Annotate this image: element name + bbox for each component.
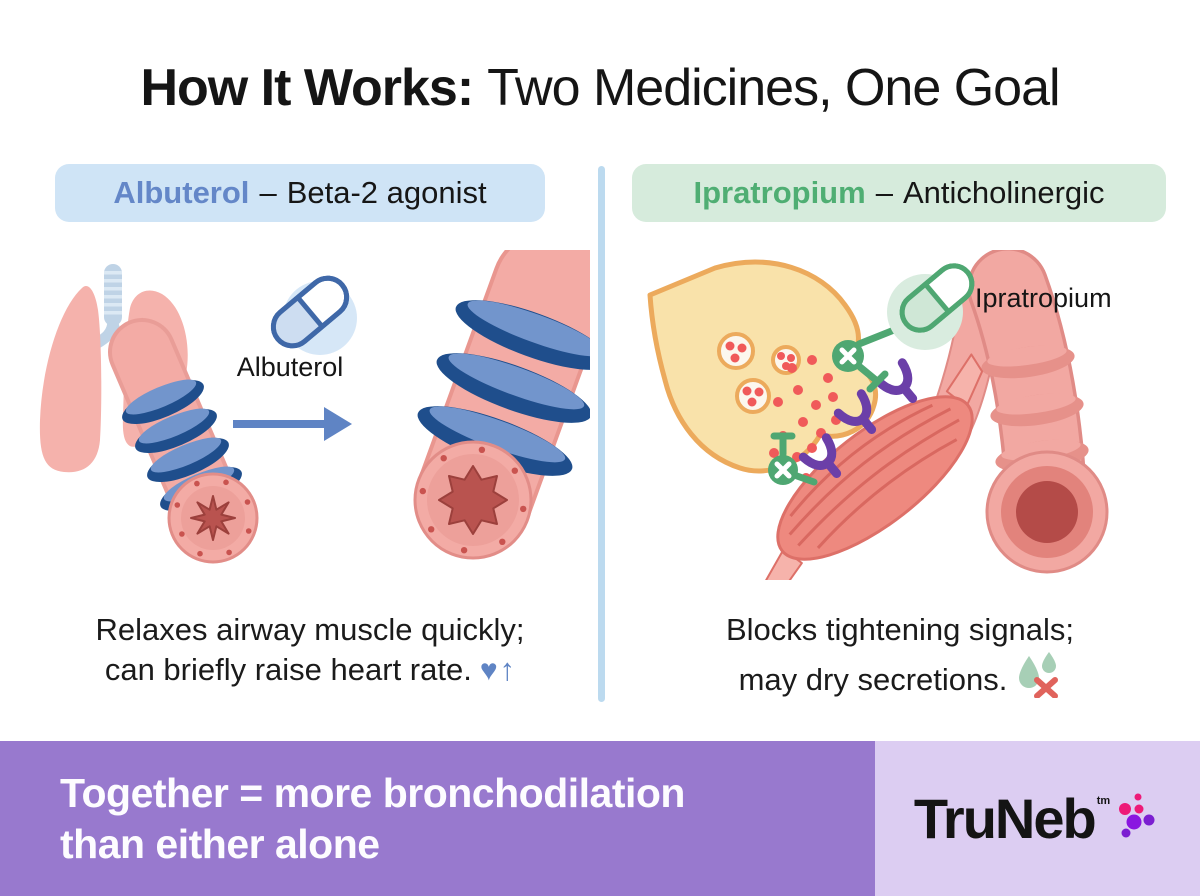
- albuterol-pill-icon: [270, 275, 357, 355]
- droplets-x-icon: [1019, 652, 1059, 699]
- receptor-icon: [798, 358, 918, 478]
- brand-name: TruNeb: [913, 786, 1097, 850]
- constricted-airway: [108, 318, 259, 564]
- dilated-cross-section: [413, 440, 533, 560]
- heart-icon: ♥: [479, 654, 498, 687]
- footer-headline: Together = more bronchodilation than eit…: [0, 741, 875, 896]
- footer-banner: Together = more bronchodilation than eit…: [0, 741, 1200, 896]
- brand-dots-icon: [1119, 793, 1155, 837]
- page-title-regular: Two Medicines, One Goal: [487, 59, 1060, 117]
- constricted-cross-section: [167, 472, 259, 564]
- pill-label-ipratropium: Ipratropium: [975, 283, 1112, 313]
- airway-tube: [967, 250, 1109, 574]
- muscle-bands: [417, 300, 590, 476]
- caption-line: may dry secretions.: [625, 650, 1175, 700]
- ipratropium-badge: Ipratropium – Anticholinergic: [632, 164, 1166, 222]
- headline-line: than either alone: [60, 820, 380, 867]
- badge-drug-name: Ipratropium: [693, 175, 866, 210]
- caption-line: can briefly raise heart rate.♥↑: [30, 650, 590, 691]
- synapse-muscle-illustration: [647, 250, 1109, 580]
- ipratropium-pill-icon: [887, 263, 975, 350]
- caption-line: Blocks tightening signals;: [725, 612, 1075, 647]
- page-title: How It Works:Two Medicines, One Goal: [0, 58, 1200, 118]
- left-caption: Relaxes airway muscle quickly; can brief…: [30, 610, 590, 691]
- brand-tm: tm: [1096, 794, 1111, 807]
- headline-line: Together = more bronchodilation: [60, 769, 685, 816]
- caption-text: can briefly raise heart rate.: [104, 652, 472, 687]
- badge-dash: –: [875, 175, 893, 210]
- badge-dash: –: [259, 175, 277, 210]
- brand-logo: TruNeb tm: [913, 786, 1161, 850]
- badge-drug-name: Albuterol: [113, 175, 250, 210]
- up-arrow-icon: ↑: [499, 652, 516, 687]
- arrow-right-icon: [233, 407, 352, 441]
- panel-divider: [598, 166, 605, 702]
- albuterol-badge: Albuterol – Beta-2 agonist: [55, 164, 545, 222]
- caption-text: may dry secretions.: [738, 662, 1008, 697]
- blocker-x-icon: [768, 322, 908, 486]
- nerve-terminal: [647, 259, 878, 474]
- right-caption: Blocks tightening signals; may dry secre…: [625, 610, 1175, 700]
- lungs-airway-illustration: [39, 250, 590, 564]
- dilated-airway: [413, 250, 590, 560]
- pill-label-albuterol: Albuterol: [236, 352, 344, 382]
- badge-drug-class: Beta-2 agonist: [286, 175, 487, 210]
- muscle: [764, 353, 984, 580]
- brand-logo-panel: TruNeb tm: [875, 741, 1200, 896]
- page-title-bold: How It Works:: [140, 59, 474, 117]
- badge-drug-class: Anticholinergic: [902, 175, 1105, 210]
- caption-line: Relaxes airway muscle quickly;: [95, 612, 525, 647]
